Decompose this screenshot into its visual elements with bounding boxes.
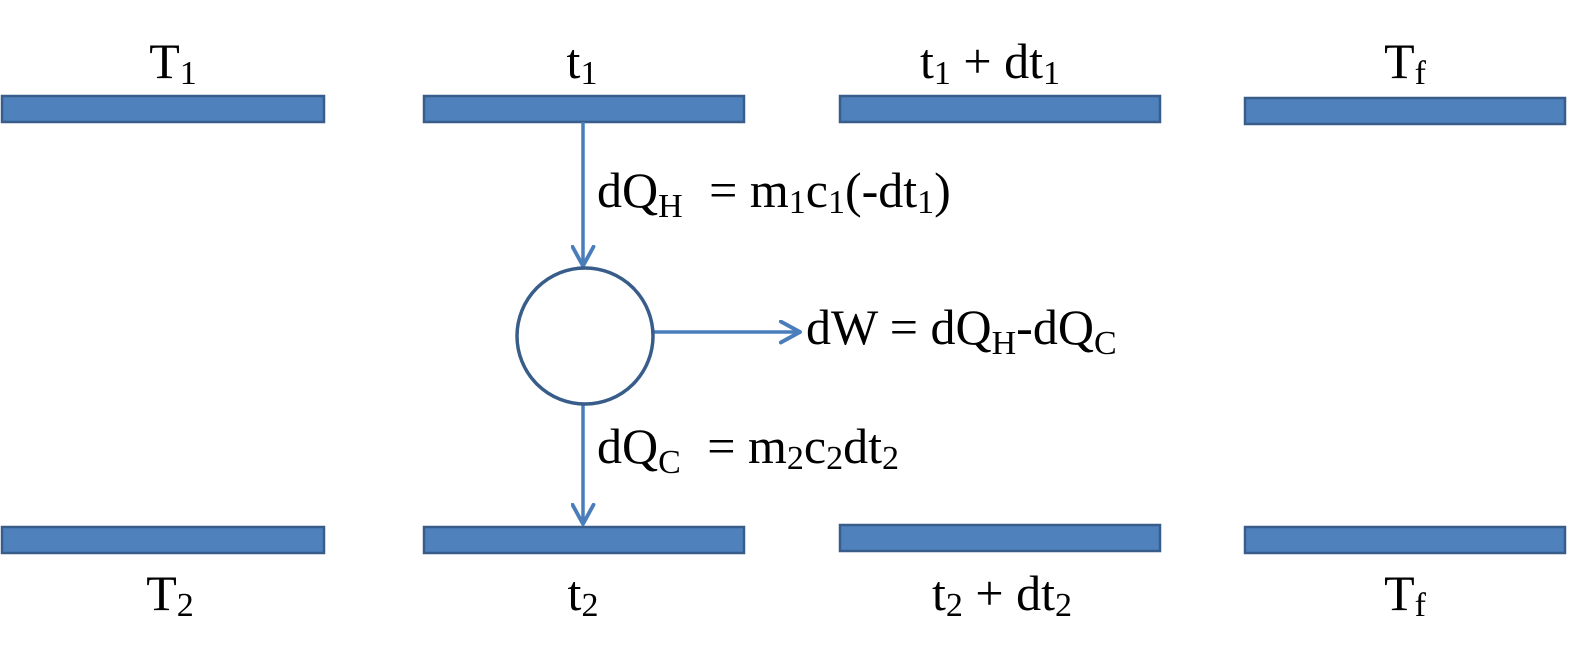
bottom-label-T2: T2 — [146, 565, 194, 624]
top-label-t1: t1 — [567, 33, 598, 92]
bottom-label-t2: t2 — [568, 565, 599, 624]
heat-in-equation: dQH = m1c1(-dt1) — [597, 162, 951, 225]
heat-out-equation: dQC = m2c2dt2 — [597, 418, 899, 481]
cold-reservoir-bar-initial — [0, 525, 326, 555]
cold-reservoir-bar-t2 — [422, 525, 746, 555]
top-label-t1-plus-dt1: t1 + dt1 — [920, 33, 1060, 92]
cold-reservoir-bar-final — [1243, 525, 1567, 555]
cold-reservoir-bar-t2-plus-dt2 — [838, 523, 1162, 553]
hot-reservoir-bar-t1 — [422, 94, 746, 124]
engine-circle — [515, 266, 655, 406]
bottom-label-t2-plus-dt2: t2 + dt2 — [932, 565, 1072, 624]
work-equation: dW = dQH-dQC — [806, 299, 1117, 362]
hot-reservoir-bar-t1-plus-dt1 — [838, 94, 1162, 124]
hot-reservoir-bar-final — [1243, 96, 1567, 126]
hot-reservoir-bar-initial — [0, 94, 326, 124]
top-label-Tf: Tf — [1384, 33, 1427, 92]
top-label-T1: T1 — [149, 33, 197, 92]
bottom-label-Tf: Tf — [1384, 565, 1427, 624]
